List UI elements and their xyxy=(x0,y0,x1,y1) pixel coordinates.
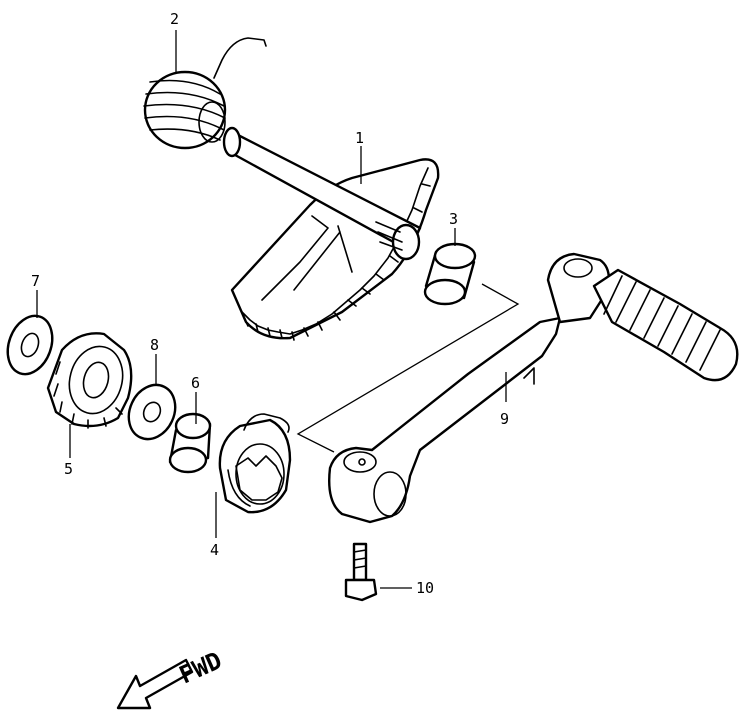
thrust-washer xyxy=(127,383,177,441)
drive-gear xyxy=(218,413,292,514)
kick-lever xyxy=(328,252,611,524)
fwd-label: FWD xyxy=(175,646,226,689)
callout-3: 3 xyxy=(449,210,458,228)
callout-1: 1 xyxy=(355,129,364,147)
return-spring xyxy=(143,37,267,150)
clamp-bolt xyxy=(344,542,378,602)
callout-labels: 1 2 3 4 5 6 7 8 9 10 xyxy=(31,10,509,597)
forward-direction-indicator: FWD xyxy=(116,646,226,710)
spacer xyxy=(168,412,212,474)
forward-arrow-icon xyxy=(116,658,194,710)
callout-4: 4 xyxy=(210,541,219,559)
callout-7: 7 xyxy=(31,272,40,290)
kick-starter-shaft xyxy=(222,126,440,341)
leader-lines xyxy=(36,30,520,589)
ratchet-gear xyxy=(46,332,133,429)
callout-6: 6 xyxy=(191,374,200,392)
lever-grip xyxy=(592,268,739,382)
washer xyxy=(6,314,54,376)
assembly-guide-line xyxy=(296,283,520,453)
callout-10: 10 xyxy=(416,579,434,597)
callout-2: 2 xyxy=(170,10,179,28)
bushing xyxy=(423,242,477,306)
callout-8: 8 xyxy=(150,336,159,354)
callout-9: 9 xyxy=(500,410,509,428)
callout-5: 5 xyxy=(64,460,73,478)
